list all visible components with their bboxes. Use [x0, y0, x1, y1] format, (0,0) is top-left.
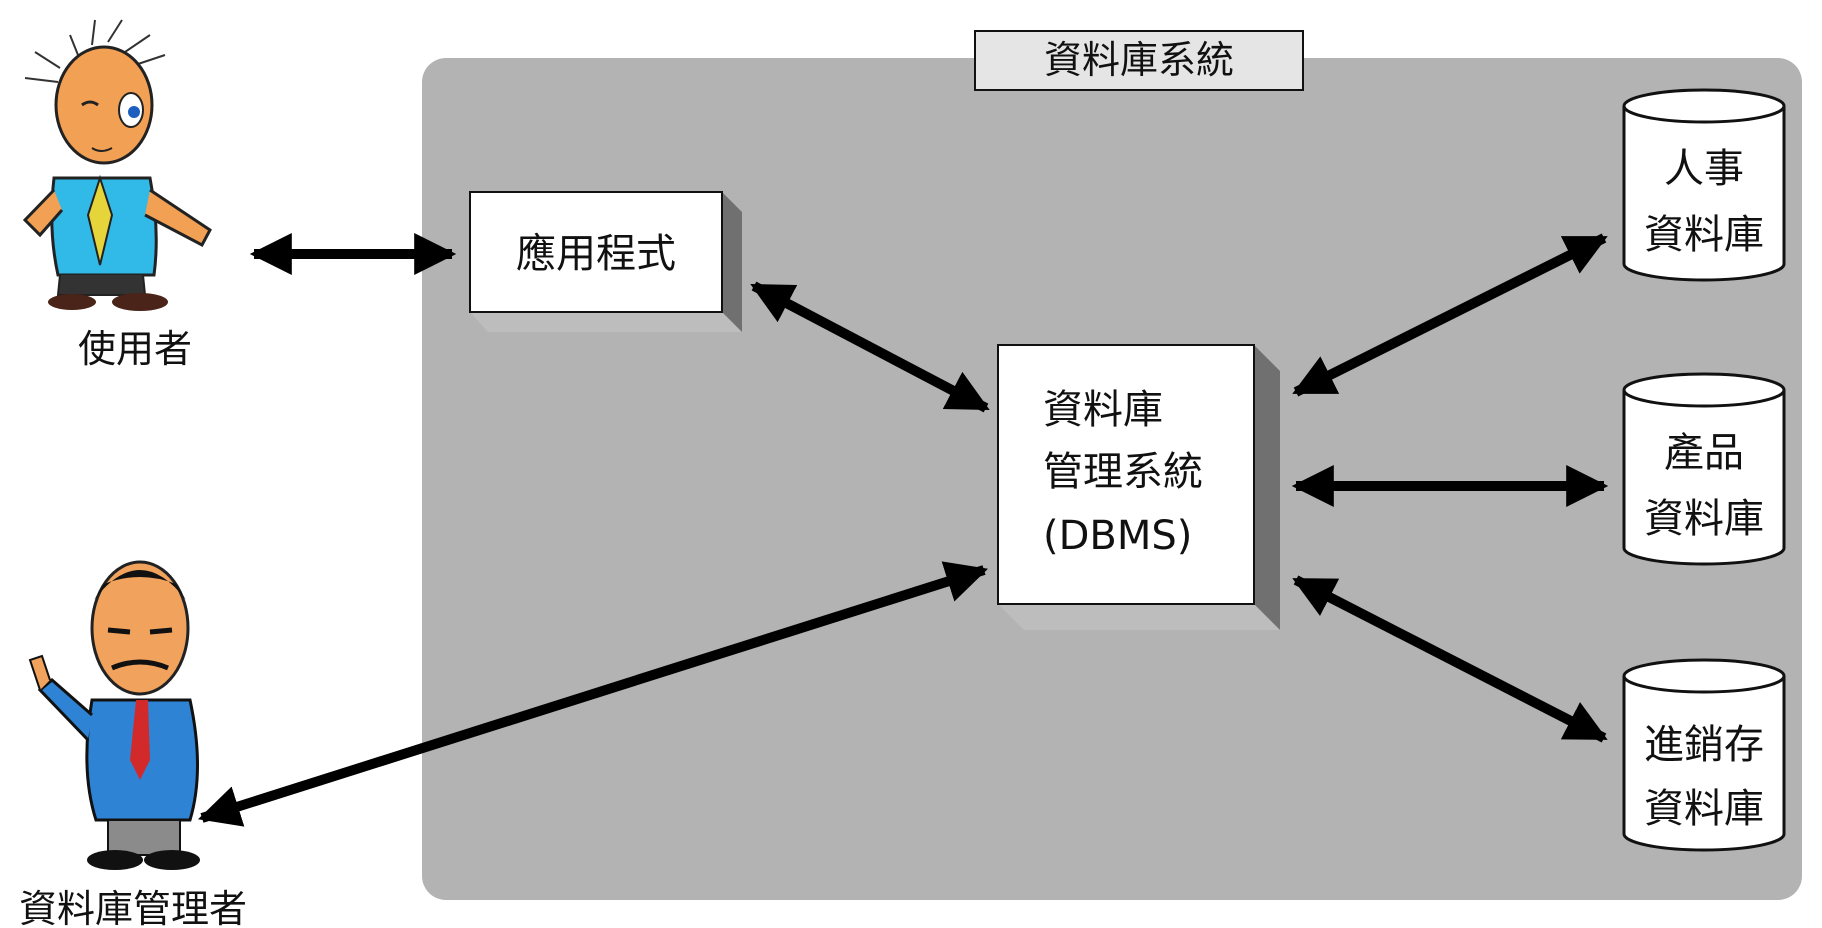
database-inventory-line-1: 進銷存 [1644, 722, 1764, 768]
dbms-line-3: (DBMS) [1043, 513, 1192, 559]
dba-cartoon-icon [28, 560, 200, 870]
database-hr-line-1: 人事 [1664, 146, 1744, 192]
dbms-inventory-db-arrow [1292, 575, 1608, 743]
database-hr-line-2: 資料庫 [1644, 212, 1764, 258]
dbms-line-1: 資料庫 [1043, 387, 1163, 433]
user-cartoon-icon [22, 19, 212, 311]
application-box: 應用程式 [469, 191, 742, 332]
dbms-line-2: 管理系統 [1043, 449, 1203, 495]
app-dbms-arrow [750, 281, 990, 413]
dbms-hr-db-arrow [1292, 233, 1608, 397]
database-inventory: 進銷存 資料庫 [1622, 658, 1786, 852]
database-product-line-2: 資料庫 [1644, 496, 1764, 542]
system-title: 資料庫系統 [1044, 38, 1234, 82]
database-inventory-line-2: 資料庫 [1644, 786, 1764, 832]
admin-dbms-arrow [197, 561, 989, 827]
application-label: 應用程式 [516, 231, 676, 277]
system-title-box: 資料庫系統 [974, 30, 1304, 91]
database-product: 產品 資料庫 [1622, 372, 1786, 566]
database-hr: 人事 資料庫 [1622, 88, 1786, 282]
admin-label: 資料庫管理者 [19, 887, 247, 928]
dbms-box: 資料庫 管理系統 (DBMS) [997, 344, 1280, 630]
user-label: 使用者 [78, 327, 192, 371]
database-product-line-1: 產品 [1664, 430, 1744, 476]
